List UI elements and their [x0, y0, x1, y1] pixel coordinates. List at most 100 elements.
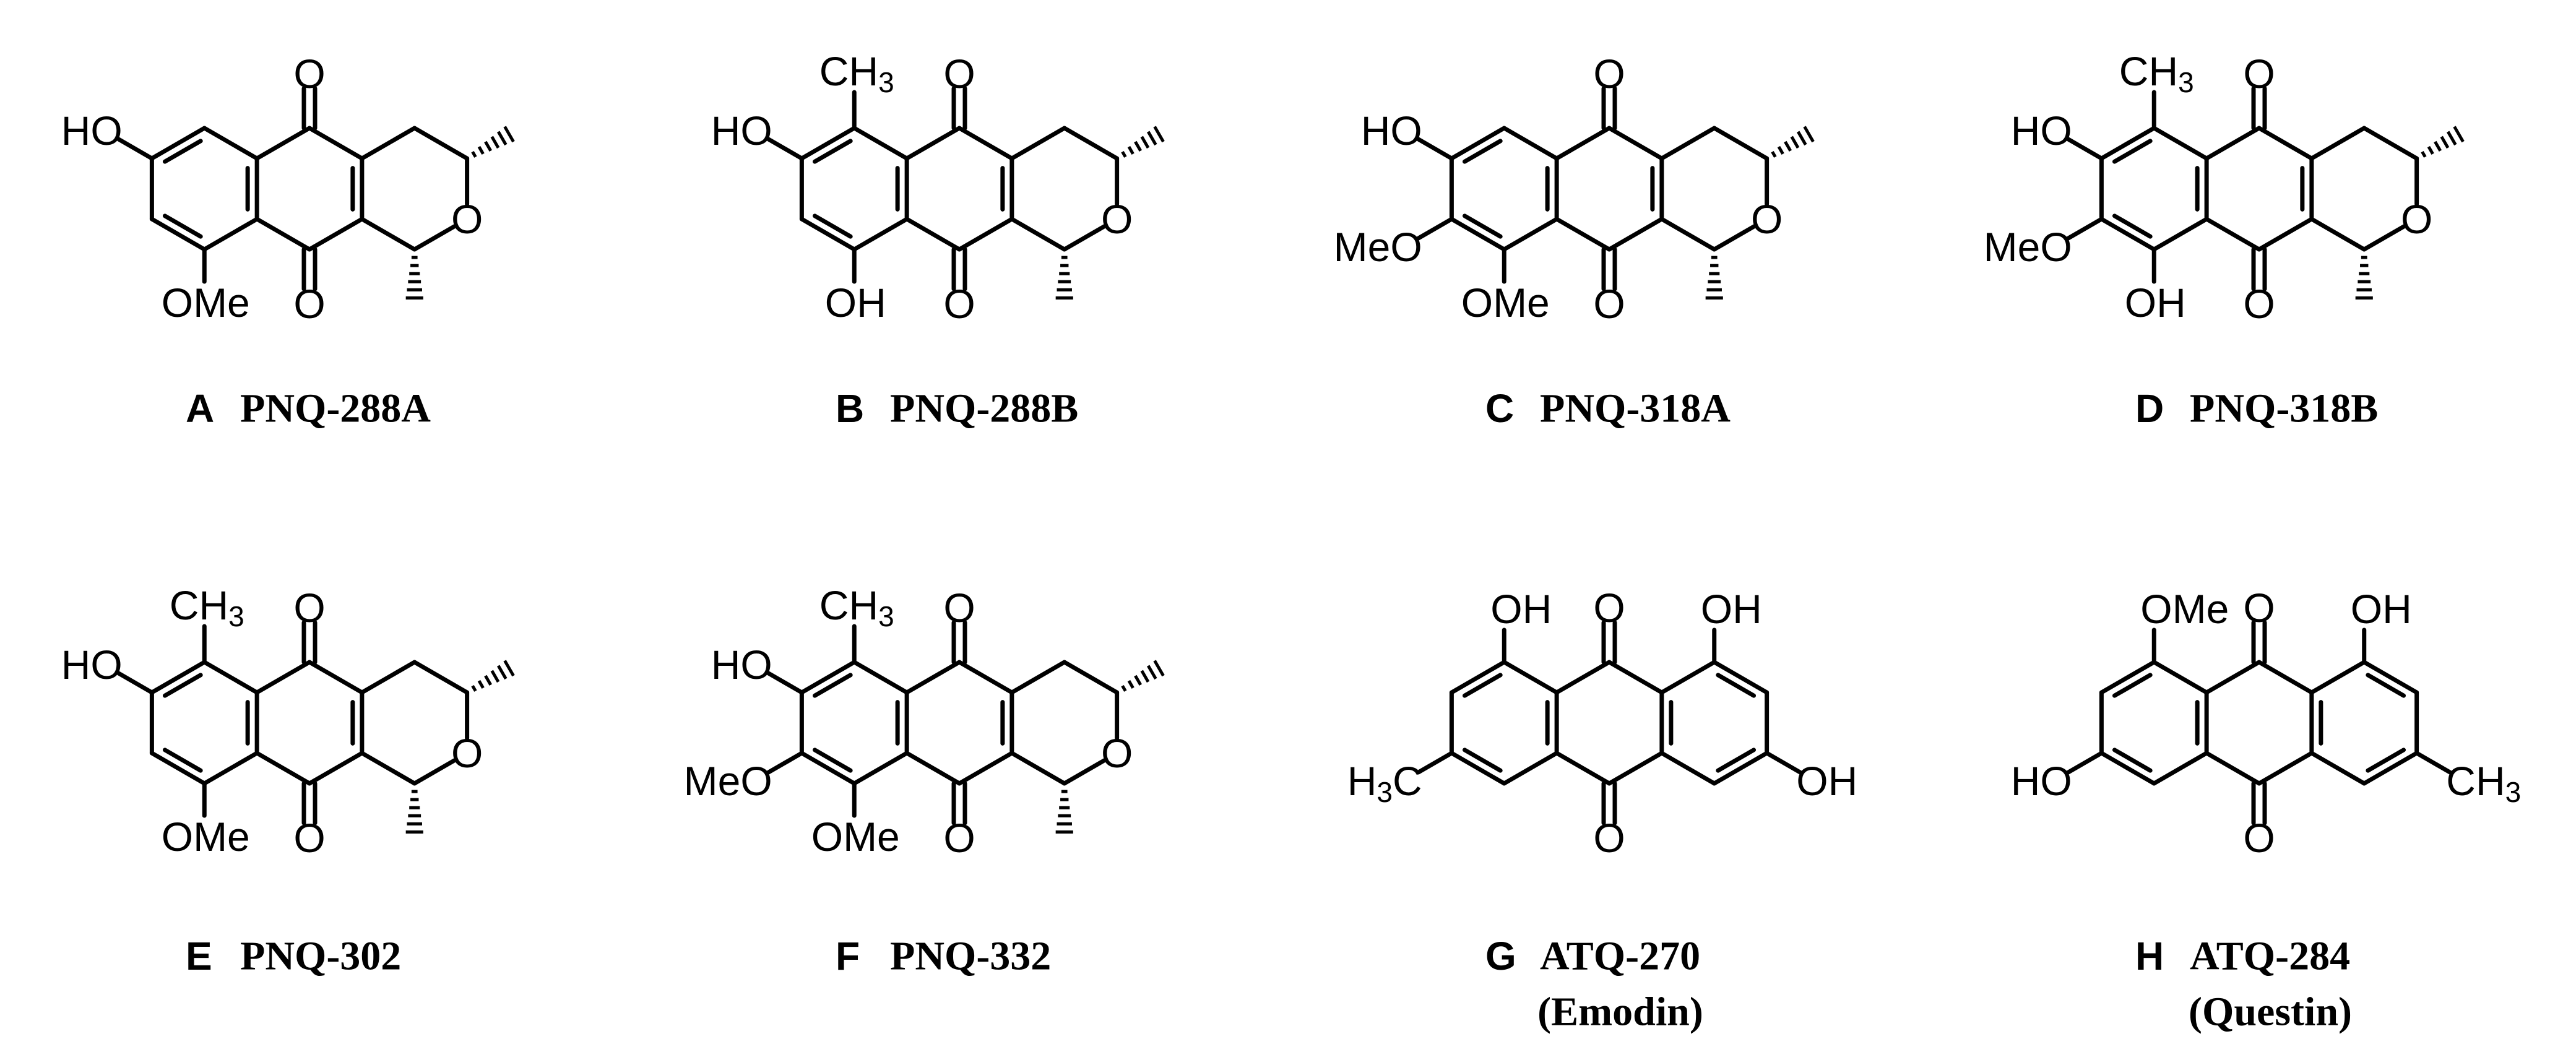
hashed-methyl-bond [1777, 145, 1784, 155]
ring-a-bond [149, 751, 207, 786]
compound-letter: G [1485, 934, 1516, 978]
double-bond [812, 673, 853, 698]
compound-name: PNQ-318A [1540, 386, 1731, 431]
ring-c-bond [2309, 126, 2367, 161]
double-bond [2112, 213, 2153, 239]
compound-letter: B [836, 386, 864, 431]
hashed-methyl-bond [1140, 136, 1150, 149]
double-bond [2112, 139, 2153, 164]
hashed-methyl-bond [1790, 136, 1800, 149]
hydroxyl-left-top: HO [61, 108, 123, 153]
double-bond [812, 748, 853, 773]
carbonyl-oxygen-bottom: O [943, 281, 975, 327]
bottom-substituent: OMe [811, 814, 900, 860]
caption-F: F PNQ-332 [836, 934, 1051, 979]
ring-a-bond [1502, 751, 1559, 786]
ring-c-bond [2362, 751, 2419, 786]
ring-b-bond [1607, 751, 1664, 786]
hashed-methyl-bond [496, 665, 508, 680]
hashed-methyl-bond [1771, 151, 1777, 158]
hashed-methyl-bond [1146, 665, 1157, 680]
ring-c-bond [360, 660, 417, 695]
hashed-methyl-bond [484, 675, 493, 686]
ring-b-bond [1554, 751, 1612, 786]
compound-letter: E [186, 934, 212, 978]
ring-a-bond [799, 751, 857, 786]
hashed-methyl-bond [2427, 145, 2434, 155]
carbonyl-oxygen-top: O [1593, 585, 1625, 631]
compound-letter: H [2135, 934, 2164, 978]
ring-a-bond [1449, 751, 1506, 786]
ring-a-bond [2151, 660, 2209, 695]
compound-name: PNQ-332 [890, 934, 1051, 979]
ring-c-bond [412, 758, 457, 786]
ring-a-bond [2151, 217, 2209, 252]
double-bond [1462, 748, 1503, 773]
hashed-methyl-bond [1153, 660, 1165, 677]
ring-a-bond [202, 660, 259, 695]
bottom-substituent: OMe [162, 280, 250, 325]
compound-name: PNQ-288A [240, 386, 431, 431]
ring-b-bond [1607, 126, 1664, 161]
carbonyl-oxygen-top: O [1593, 51, 1625, 97]
top-substituent: CH3 [170, 582, 244, 632]
ring-c-bond [1659, 751, 1717, 786]
left-substituent-bond [1416, 751, 1454, 775]
carbonyl-oxygen-bottom: O [1593, 281, 1625, 327]
hashed-methyl-bond [1127, 679, 1135, 689]
hashed-methyl-bond [1121, 151, 1127, 158]
hashed-methyl-bond [1146, 131, 1157, 146]
ring-c-bond [1062, 758, 1107, 786]
hashed-methyl-bond [490, 670, 500, 683]
hydroxyl-bond [766, 671, 804, 695]
hydroxyl-left-top: HO [711, 642, 772, 688]
ring-b-bond [1607, 660, 1664, 695]
ring-a-bond [1502, 660, 1559, 695]
ring-b-bond [2204, 217, 2262, 252]
ring-c-bond [1009, 660, 1067, 695]
hashed-methyl-bond [1127, 145, 1135, 155]
compound-letter: A [186, 386, 214, 431]
carbonyl-oxygen-bottom: O [1593, 815, 1625, 861]
compound-A: O O O HO OMe [61, 51, 515, 327]
ring-a-bond [852, 217, 909, 252]
ring-c-bond [1659, 126, 1717, 161]
ring-oxygen-atom: O [451, 196, 483, 242]
top-substituent: CH3 [819, 48, 894, 98]
carbonyl-oxygen-top: O [293, 585, 325, 631]
right-substituent: OH [1796, 758, 1857, 804]
compound-letter: D [2135, 386, 2164, 431]
ring-c-bond [1009, 751, 1067, 786]
double-bond [812, 139, 853, 164]
hashed-methyl-bond [503, 126, 515, 143]
ring-b-bond [1554, 126, 1612, 161]
ring-c-bond [360, 217, 417, 252]
hashed-methyl-bond [477, 145, 485, 155]
carbonyl-oxygen-bottom: O [293, 281, 325, 327]
hashed-methyl-bond [2434, 140, 2442, 152]
methoxy-bond [2066, 217, 2104, 241]
hydroxyl-bond [2066, 137, 2104, 161]
compound-letter: F [836, 934, 860, 978]
caption-A: A PNQ-288A [186, 386, 431, 431]
methoxy-left-bottom: MeO [1984, 224, 2072, 270]
top-substituent: CH3 [819, 582, 894, 632]
ring-b-bond [904, 217, 962, 252]
hashed-methyl-bond [2421, 151, 2427, 158]
ring-c-bond [412, 224, 457, 252]
ring-b-bond [254, 660, 312, 695]
ring-a-bond [2099, 751, 2156, 786]
hashed-methyl-bond [2446, 131, 2457, 146]
ring-b-bond [2204, 660, 2262, 695]
ring-oxygen-atom: O [451, 730, 483, 776]
left-substituent: HO [2011, 758, 2072, 804]
ring-b-bond [957, 217, 1014, 252]
ring-oxygen-atom: O [2401, 196, 2432, 242]
hydroxyl-left-top: HO [1361, 108, 1422, 153]
carbonyl-oxygen-top: O [293, 51, 325, 97]
ring-c-bond [1712, 660, 1770, 695]
peri-left-substituent: OMe [2140, 586, 2229, 632]
